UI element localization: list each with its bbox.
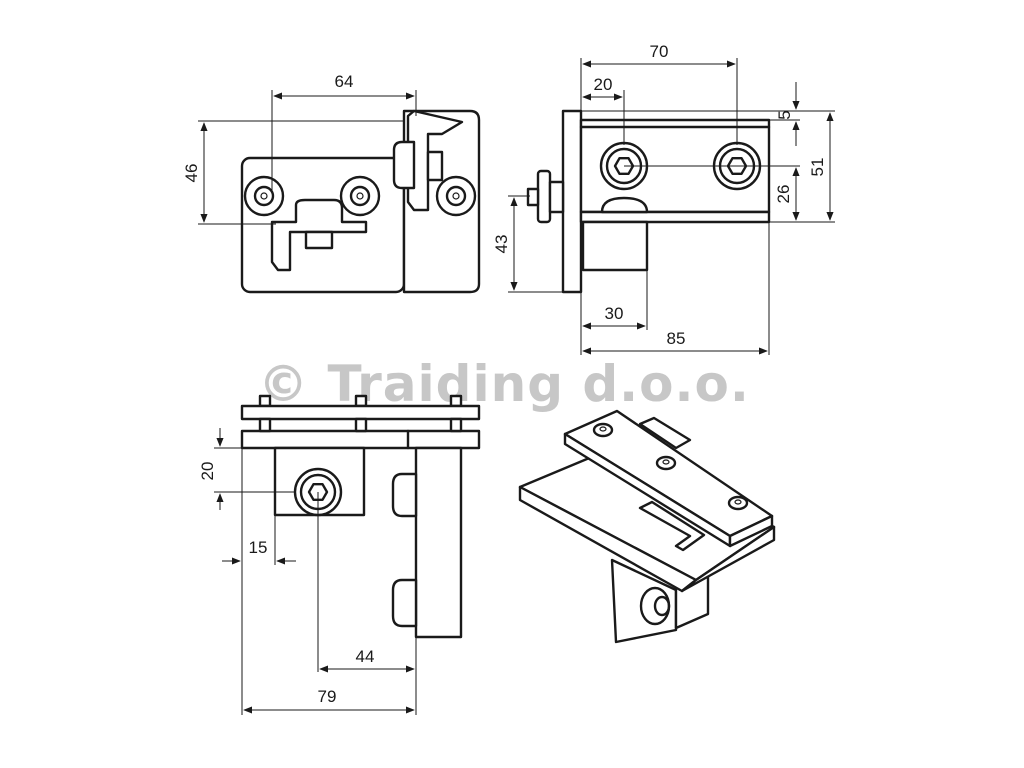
bottom-pin-middle: [354, 394, 368, 408]
side-bolt-shaft: [548, 180, 565, 214]
dimension-label-20: 20: [594, 75, 613, 94]
dimension-label-85: 85: [667, 329, 686, 348]
bottom-pin-right: [449, 394, 463, 408]
dimension-label-79: 79: [318, 687, 337, 706]
side-bolt-tip: [526, 187, 540, 207]
bottom-upper-plate: [240, 404, 481, 421]
bottom-vertical-bar: [414, 446, 463, 639]
iso-screw-1: [592, 422, 614, 438]
dimension-label-5: 5: [775, 110, 794, 119]
side-view: 70 20 5 51 26 43 30 85: [492, 42, 835, 355]
side-knob: [600, 196, 649, 214]
front-screw-right: [435, 175, 477, 217]
front-view: 64 46: [182, 72, 481, 294]
front-screw-middle: [339, 175, 381, 217]
dimension-label-15: 15: [249, 538, 268, 557]
iso-slot-lower: [638, 500, 706, 552]
side-bracket-base: [579, 210, 771, 224]
bottom-knob-upper: [391, 472, 418, 518]
side-lower-block: [581, 220, 649, 272]
dimension-label-44: 44: [356, 647, 375, 666]
dimension-label-51: 51: [808, 158, 827, 177]
dimension-label-26: 26: [774, 185, 793, 204]
front-screw-left: [243, 175, 285, 217]
dimension-label-20-bottom: 20: [198, 462, 217, 481]
front-lower-bracket: [270, 198, 368, 272]
dimension-label-70: 70: [650, 42, 669, 61]
bottom-lower-plate: [240, 429, 481, 450]
iso-screw-3: [727, 495, 749, 511]
front-upper-knob: [392, 140, 416, 190]
bottom-knob-lower: [391, 578, 418, 628]
dimension-label-30: 30: [605, 304, 624, 323]
side-plate: [561, 109, 583, 294]
iso-base-plate-side: [680, 525, 776, 593]
iso-slot-upper: [638, 416, 692, 450]
side-bolt-head: [536, 169, 552, 224]
watermark: © Traiding d.o.o.: [258, 355, 750, 413]
dimension-label-46: 46: [182, 164, 201, 183]
dimension-label-43: 43: [492, 235, 511, 254]
bottom-view: 20 15 44 79: [198, 394, 481, 715]
bottom-pin-left: [258, 394, 272, 408]
isometric-view: [518, 409, 776, 644]
front-upper-stud: [426, 150, 444, 182]
front-lower-stud: [304, 230, 334, 250]
iso-screw-2: [655, 455, 677, 471]
dimension-label-64: 64: [335, 72, 354, 91]
